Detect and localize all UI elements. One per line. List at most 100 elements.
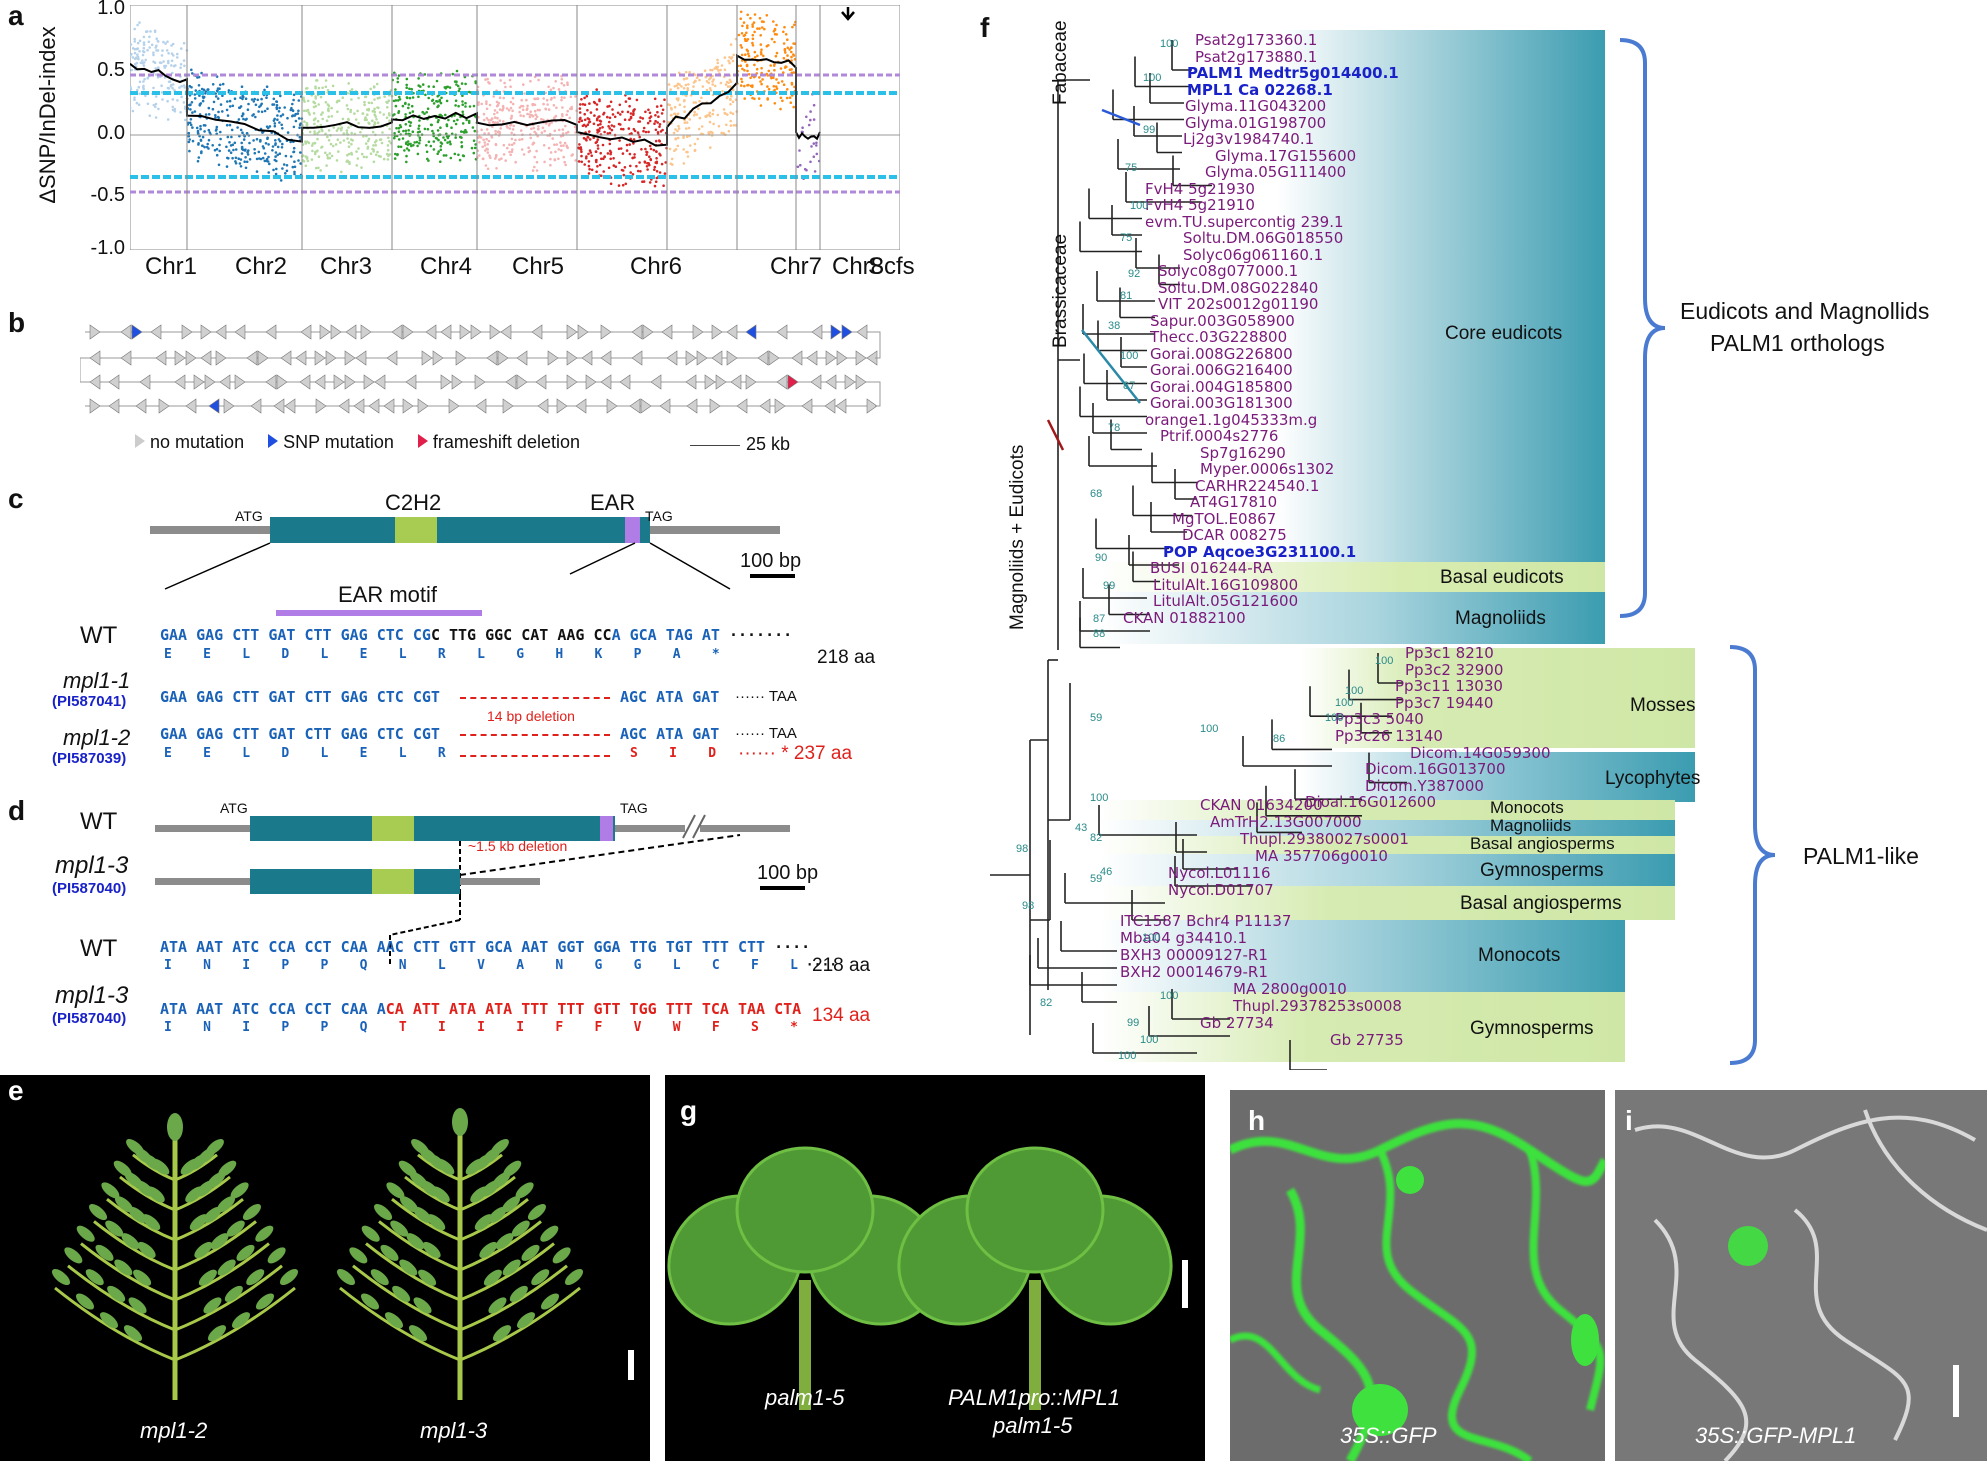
snp-point [473,129,477,133]
d-wt-aa: I N I P P Q N L V A N G G L C F L ···· [164,958,838,973]
snp-point [253,151,257,155]
snp-point [306,140,309,144]
snp-point [648,144,652,148]
snp-point [130,106,132,109]
gene-arrow [440,324,452,340]
snp-point [292,146,296,150]
snp-point [608,116,612,120]
snp-point [251,114,254,117]
snp-point [216,115,220,119]
taxon-label: Ptrif.0004s2776 [1160,427,1279,445]
bootstrap-value: 99 [1127,1017,1140,1029]
snp-point [693,110,696,114]
snp-point [753,13,757,16]
taxon-label: FvH4 5g21930 [1145,179,1255,198]
snp-point [451,72,455,76]
f-group-gymno-2: Gymnosperms [1470,1018,1594,1039]
snp-point [321,117,324,121]
leaflet [392,1285,411,1302]
snp-point [167,59,170,63]
snp-point [501,109,504,112]
snp-point [206,88,209,91]
snp-point [645,151,649,154]
snp-point [133,62,137,66]
f-group-lycophytes: Lycophytes [1605,768,1701,789]
snp-point [386,158,390,161]
snp-point [510,114,513,118]
snp-point [775,78,778,81]
panel-label-e: e [8,1075,24,1106]
snp-point [298,126,301,129]
f-group-gymno-1: Gymnosperms [1480,860,1604,881]
snp-point [759,80,762,83]
leaflet [142,1214,161,1231]
snp-point [510,150,514,153]
gene-arrow [497,350,509,366]
snp-point [138,39,142,43]
d-scale-label: 100 bp [757,862,819,884]
snp-point [510,143,514,147]
snp-point [219,103,223,106]
snp-point [529,110,532,113]
snp-point [365,155,368,159]
snp-point [445,132,448,136]
snp-point [388,114,391,117]
snp-point [371,119,374,122]
snp-point [302,98,306,102]
f-bg-magnoliids [1100,592,1605,644]
snp-point [197,84,201,87]
leaflet [128,1297,147,1314]
snp-point [355,164,359,167]
gene-arrow [726,324,738,340]
snp-point [612,125,616,128]
gene-arrow [685,374,697,390]
snp-point [150,43,154,47]
snp-point [705,80,709,83]
snp-point [627,97,631,100]
snp-point [239,128,243,132]
snp-point [608,120,611,124]
snp-point [557,148,561,151]
snp-point [304,164,308,168]
snp-point [214,114,217,117]
taxon-label: AT4G17810 [1190,493,1278,511]
snp-point [767,69,771,73]
snp-point [289,155,293,158]
snp-point [454,104,457,107]
snp-point [461,122,465,125]
gene-arrow [150,324,162,340]
snp-point [240,85,244,88]
snp-point [537,127,540,131]
snp-point [273,124,277,128]
snp-point [722,108,726,111]
snp-point [170,59,174,63]
snp-point [207,113,211,116]
leaflet [399,1259,418,1276]
taxon-label: Dicom.14G059300 [1410,743,1551,762]
snp-point [313,152,317,156]
snp-point [401,104,405,108]
snp-point [662,184,665,187]
snp-point [376,97,380,100]
snp-point [636,131,640,134]
snp-point [142,41,146,44]
snp-point [236,126,239,129]
bootstrap-value: 100 [1120,350,1139,362]
snp-point [474,143,477,146]
snp-point [638,120,642,123]
snp-point [580,150,583,154]
snp-point [182,41,186,45]
gene-arrow [451,374,463,390]
snp-point [488,121,491,124]
snp-point [293,165,297,169]
taxon-label: CKAN 01634200 [1200,796,1323,814]
snp-point [279,94,282,98]
snp-point [292,150,295,154]
snp-point [598,163,602,167]
snp-point [439,145,443,148]
snp-point [218,149,221,153]
snp-point [553,129,557,133]
snp-point [373,141,377,144]
snp-point [432,148,436,151]
snp-point [677,71,681,75]
